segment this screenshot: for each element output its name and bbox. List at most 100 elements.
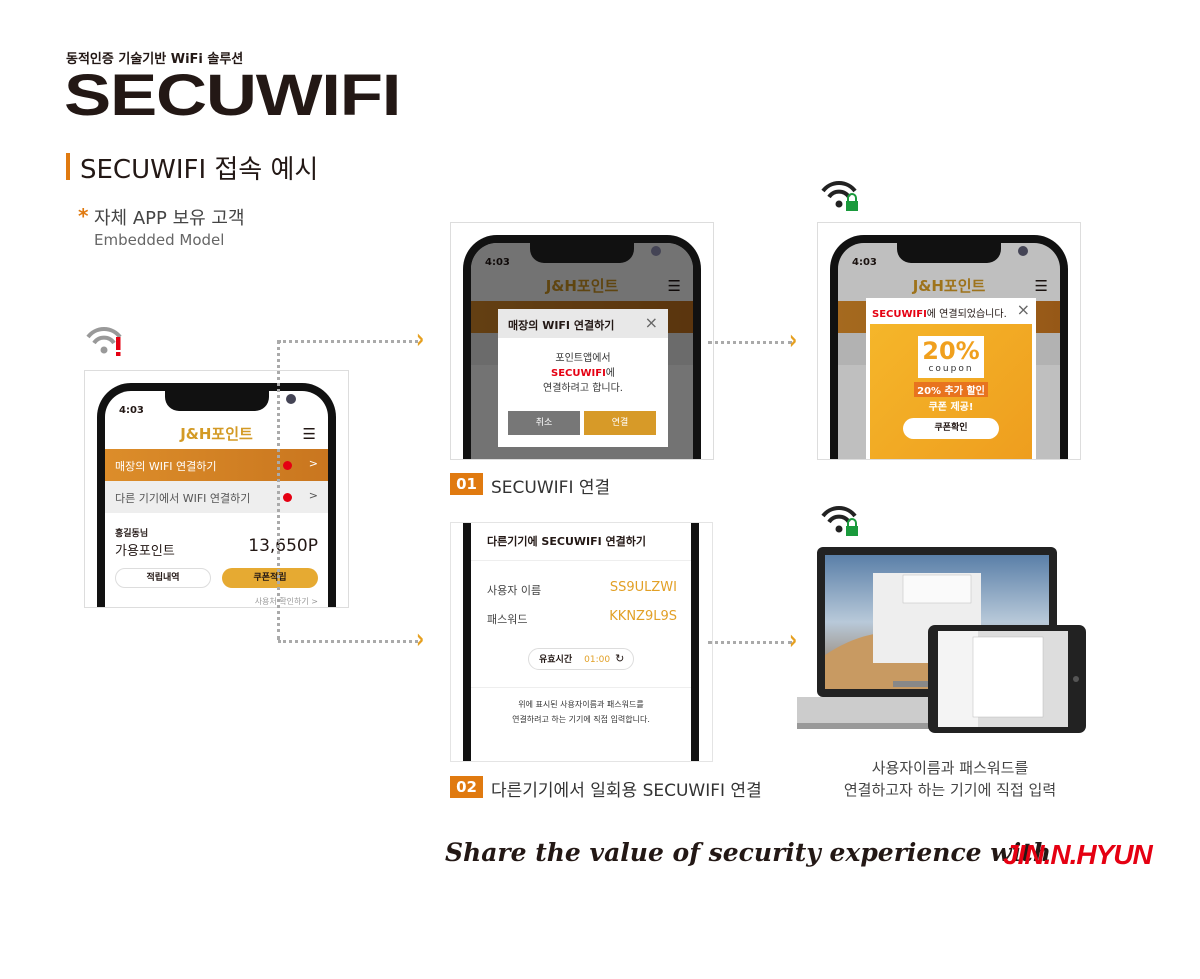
phone-notch <box>897 243 1001 263</box>
username-value: SS9ULZWI <box>609 580 677 595</box>
star-bullet: * <box>78 204 89 228</box>
wifi-lock-icon <box>821 506 858 536</box>
coupon-banner: 20% coupon 20% 추가 할인 쿠폰 제공! 쿠폰확인 <box>870 324 1032 459</box>
dialog-header: SECUWIFI에 연결되었습니다. × <box>866 298 1036 324</box>
coupon-word: coupon <box>928 364 974 374</box>
arrow-right-icon: › <box>416 321 425 355</box>
dialog-title: 에 연결되었습니다. <box>926 309 1007 320</box>
connect-dialog-card: 4:03 J&H포인트 ☰ 매장의 WIFI 연결하기× 포인트앱에서 SECU… <box>450 222 714 460</box>
model-type: Embedded Model <box>94 231 225 249</box>
camera-icon <box>651 246 661 256</box>
connector-line <box>278 340 418 343</box>
screen-title: 다른기기에 SECUWIFI 연결하기 <box>471 523 691 561</box>
divider <box>471 687 691 688</box>
dialog-header: 매장의 WIFI 연결하기 × <box>498 309 668 338</box>
password-value: KKNZ9L9S <box>609 609 677 624</box>
app-title: J&H포인트 <box>912 277 986 295</box>
history-button[interactable]: 적립내역 <box>115 568 211 588</box>
user-name: 홍길동님 <box>115 529 149 539</box>
wifi-warning-icon <box>86 327 122 356</box>
hamburger-menu-icon[interactable]: ☰ <box>302 425 316 443</box>
phone-frame: 4:03 J&H포인트 ☰ 매장의 WIFI 연결하기 > 다른 기기에서 WIF… <box>97 383 336 607</box>
points-label: 가용포인트 <box>115 544 175 559</box>
coupon-confirm-button[interactable]: 쿠폰확인 <box>903 418 999 439</box>
camera-icon <box>286 394 296 404</box>
phone-notch <box>530 243 634 263</box>
caption-line: 연결하고자 하는 기기에 직접 입력 <box>843 781 1057 799</box>
coupon-dialog: SECUWIFI에 연결되었습니다. × 20% coupon 20% 추가 할인… <box>866 298 1036 459</box>
coupon-card: 4:03 J&H포인트 ☰ SECUWIFI에 연결되었습니다. × 20% co… <box>817 222 1081 460</box>
arrow-right-icon: › <box>789 622 798 656</box>
wifi-lock-icon <box>821 181 858 211</box>
connector-line <box>708 341 792 344</box>
message-line: 포인트앱에서 <box>555 353 611 364</box>
customer-type: 자체 APP 보유 고객 <box>94 208 245 229</box>
promo-text: 쿠폰 제공! <box>928 402 974 413</box>
brand-text: SECUWIFI <box>551 368 606 379</box>
laptop-tablet-illustration <box>797 547 1086 733</box>
menu-other-device-wifi[interactable]: 다른 기기에서 WIFI 연결하기 > <box>105 481 328 513</box>
password-label: 패스워드 <box>487 613 528 626</box>
step-label: 다른기기에서 일회용 SECUWIFI 연결 <box>491 781 762 801</box>
arrow-right-icon: › <box>789 322 798 356</box>
phone-frame-right <box>691 523 699 761</box>
cancel-button[interactable]: 취소 <box>508 411 580 435</box>
points-value: 13,650P <box>248 536 318 556</box>
note-line: 연결하려고 하는 기기에 직접 입력합니다. <box>512 715 650 724</box>
message-suffix: 에 <box>605 368 615 379</box>
red-dot-marker <box>283 461 292 470</box>
app-home-card: 4:03 J&H포인트 ☰ 매장의 WIFI 연결하기 > 다른 기기에서 WIF… <box>84 370 349 608</box>
caption-line: 사용자이름과 패스워드를 <box>871 759 1029 777</box>
section-accent-bar <box>66 153 70 180</box>
secuwifi-logo: SECUWIFI <box>64 63 401 128</box>
other-device-card: 다른기기에 SECUWIFI 연결하기 사용자 이름 SS9ULZWI 패스워드… <box>450 522 713 762</box>
close-icon[interactable]: × <box>644 313 658 332</box>
coupon-button[interactable]: 쿠폰적립 <box>222 568 318 588</box>
username-label: 사용자 이름 <box>487 584 542 597</box>
step-number: 02 <box>450 776 483 798</box>
note-line: 위에 표시된 사용자이름과 패스워드를 <box>518 700 644 709</box>
section-title: SECUWIFI 접속 예시 <box>80 155 319 185</box>
timer-value: 01:00 <box>584 655 611 665</box>
step-label: SECUWIFI 연결 <box>491 478 611 498</box>
connector-line <box>277 340 280 640</box>
phone-notch <box>164 391 269 411</box>
status-time: 4:03 <box>119 405 144 416</box>
connect-dialog: 매장의 WIFI 연결하기 × 포인트앱에서 SECUWIFI에 연결하려고 합니… <box>498 309 668 447</box>
camera-icon <box>1018 246 1028 256</box>
dialog-title: 매장의 WIFI 연결하기 <box>508 319 615 332</box>
menu-label: 다른 기기에서 WIFI 연결하기 <box>115 492 251 505</box>
header-subtitle: 동적인증 기술기반 WiFi 솔루션 <box>66 52 244 67</box>
footer-slogan: Share the value of security experience w… <box>445 838 1052 867</box>
usage-link[interactable]: 사용처 확인하기 > <box>254 597 318 606</box>
step-number: 01 <box>450 473 483 495</box>
chevron-right-icon: > <box>308 457 318 470</box>
coupon-ticket: 20% coupon <box>918 336 984 378</box>
dialog-message: 포인트앱에서 SECUWIFI에 연결하려고 합니다. <box>498 351 668 396</box>
app-title: J&H포인트 <box>180 425 253 443</box>
phone-frame-left <box>463 523 471 761</box>
close-icon[interactable]: × <box>1016 300 1030 319</box>
message-line: 연결하려고 합니다. <box>543 383 623 394</box>
hamburger-menu-icon: ☰ <box>1034 277 1048 295</box>
promo-text: 20% 추가 할인 <box>914 382 988 397</box>
status-time: 4:03 <box>852 257 877 268</box>
validity-timer: 유효시간 01:00 ↻ <box>528 648 634 670</box>
connector-line <box>278 640 418 643</box>
red-dot-marker <box>283 493 292 502</box>
connector-line <box>708 641 792 644</box>
connect-button[interactable]: 연결 <box>584 411 656 435</box>
refresh-icon[interactable]: ↻ <box>615 652 625 665</box>
menu-store-wifi[interactable]: 매장의 WIFI 연결하기 > <box>105 449 328 481</box>
timer-label: 유효시간 <box>539 655 573 665</box>
phone-screen: 4:03 J&H포인트 ☰ 매장의 WIFI 연결하기 > 다른 기기에서 WIF… <box>105 391 328 607</box>
chevron-right-icon: > <box>308 489 318 502</box>
arrow-right-icon: › <box>416 621 425 655</box>
phone-screen: 다른기기에 SECUWIFI 연결하기 사용자 이름 SS9ULZWI 패스워드… <box>471 523 691 761</box>
coupon-percent: 20% <box>922 337 980 365</box>
jinnhyun-logo: JIN.N.HYUN <box>1003 839 1153 870</box>
menu-label: 매장의 WIFI 연결하기 <box>115 460 217 473</box>
brand-text: SECUWIFI <box>872 309 927 320</box>
